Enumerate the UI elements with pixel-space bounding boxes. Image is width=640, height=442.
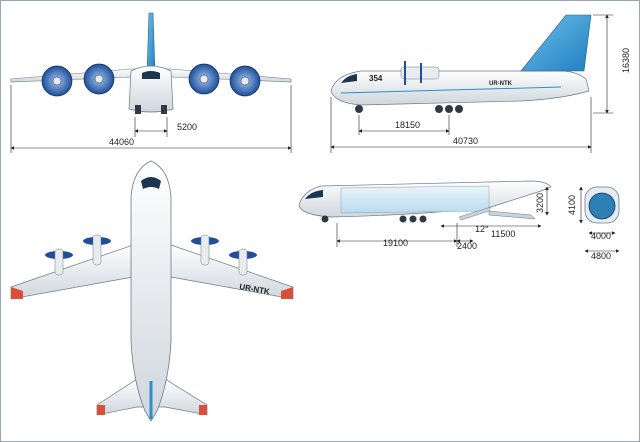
propeller-icon [188,63,220,95]
top-view: UR-NTK [10,160,294,422]
dim-ramp-angle: 12° [475,224,489,234]
cutaway-view: 12° 3200 19100 2400 11500 [298,180,552,251]
dim-section-outer: 4800 [591,251,611,261]
dim-section-width: 4000 [591,231,611,241]
propeller-icon [45,248,73,276]
dim-side-height: 16380 [621,48,631,73]
propeller-icon [191,234,219,266]
dim-side-length: 40730 [453,136,478,146]
dim-cut-ramp: 2400 [457,241,477,251]
propeller-icon [229,65,261,97]
dim-front-track: 5200 [177,122,197,132]
dim-side-wheelbase: 18150 [395,120,420,130]
dim-cut-length: 19100 [383,238,408,248]
propeller-icon [229,248,257,276]
dim-cut-height: 3200 [535,193,545,213]
side-registration: UR-NTK [489,81,513,87]
dim-front-wingspan: 44060 [109,137,134,147]
propeller-icon [41,65,73,97]
dim-section-height: 4100 [567,195,577,215]
propeller-icon [83,234,111,266]
dim-cut-total: 11500 [491,229,515,239]
front-view: 5200 44060 [10,12,292,153]
propeller-icon [83,63,115,95]
side-view: 354 UR-NTK 18150 40730 16380 [330,14,631,153]
cross-section: 4100 4000 4800 [567,186,620,261]
tail-number: 354 [369,74,383,83]
